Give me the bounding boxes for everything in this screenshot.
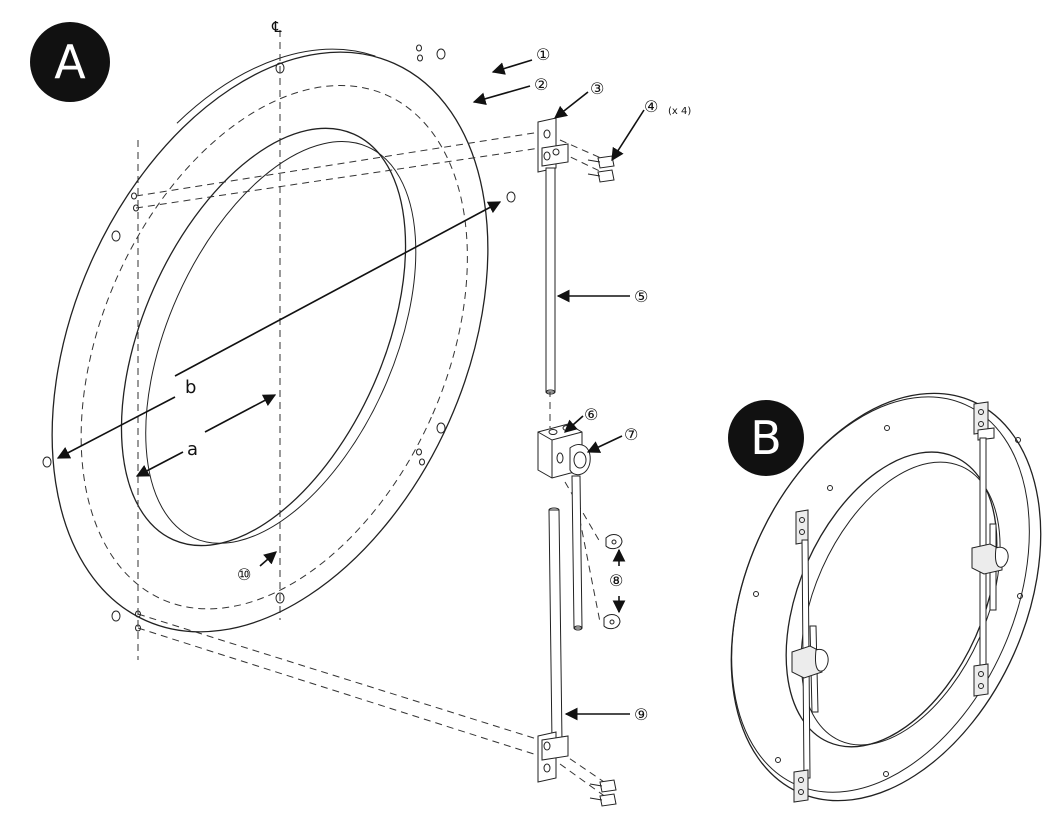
upper-rod [545,167,556,395]
bolt-holes [42,44,516,632]
callout-4: ④ [644,97,658,116]
bottom-bolts [589,779,617,807]
callout-5: ⑤ [634,287,648,306]
bottom-bracket [537,731,569,783]
assembled-latch-left [791,509,829,803]
top-bracket [537,117,569,173]
assembled-holes [753,425,1023,777]
centerlines: ℄ [137,18,282,660]
callout-3: ③ [590,79,604,98]
callout-4-qty: (x 4) [668,106,691,117]
view-a: A [30,18,691,807]
assembled-latch-right [971,401,1009,697]
callout-6: ⑥ [584,405,598,424]
lower-rod [548,507,563,743]
callout-8: ⑧ [609,571,623,590]
callout-9: ⑨ [634,705,648,724]
callout-7: ⑦ [624,425,638,444]
dimension-b: b [56,201,502,459]
clips [603,534,626,630]
dimension-b-label: b [185,377,196,398]
dimension-a: a [135,394,277,477]
view-b-label: B [750,411,782,465]
view-a-label: A [54,35,86,89]
flange-ring [51,48,489,633]
inner-opening [120,127,407,547]
view-a-badge: A [30,22,110,102]
callout-1: ① [536,45,550,64]
centerline-label: ℄ [271,18,282,36]
lock-block [537,423,591,631]
assembled-flange [730,392,1042,802]
callout-2: ② [534,75,548,94]
view-b: B [728,392,1042,803]
bolt-circle [80,85,468,610]
top-bolts [587,155,615,183]
callout-10: ⑩ [237,565,251,584]
callouts: ① ② ③ ④ (x 4) ⑤ ⑥ ⑦ ⑧ ⑨ ⑩ [237,45,691,724]
projection-lines [135,131,611,801]
view-b-badge: B [728,400,804,476]
dimension-a-label: a [187,439,198,460]
